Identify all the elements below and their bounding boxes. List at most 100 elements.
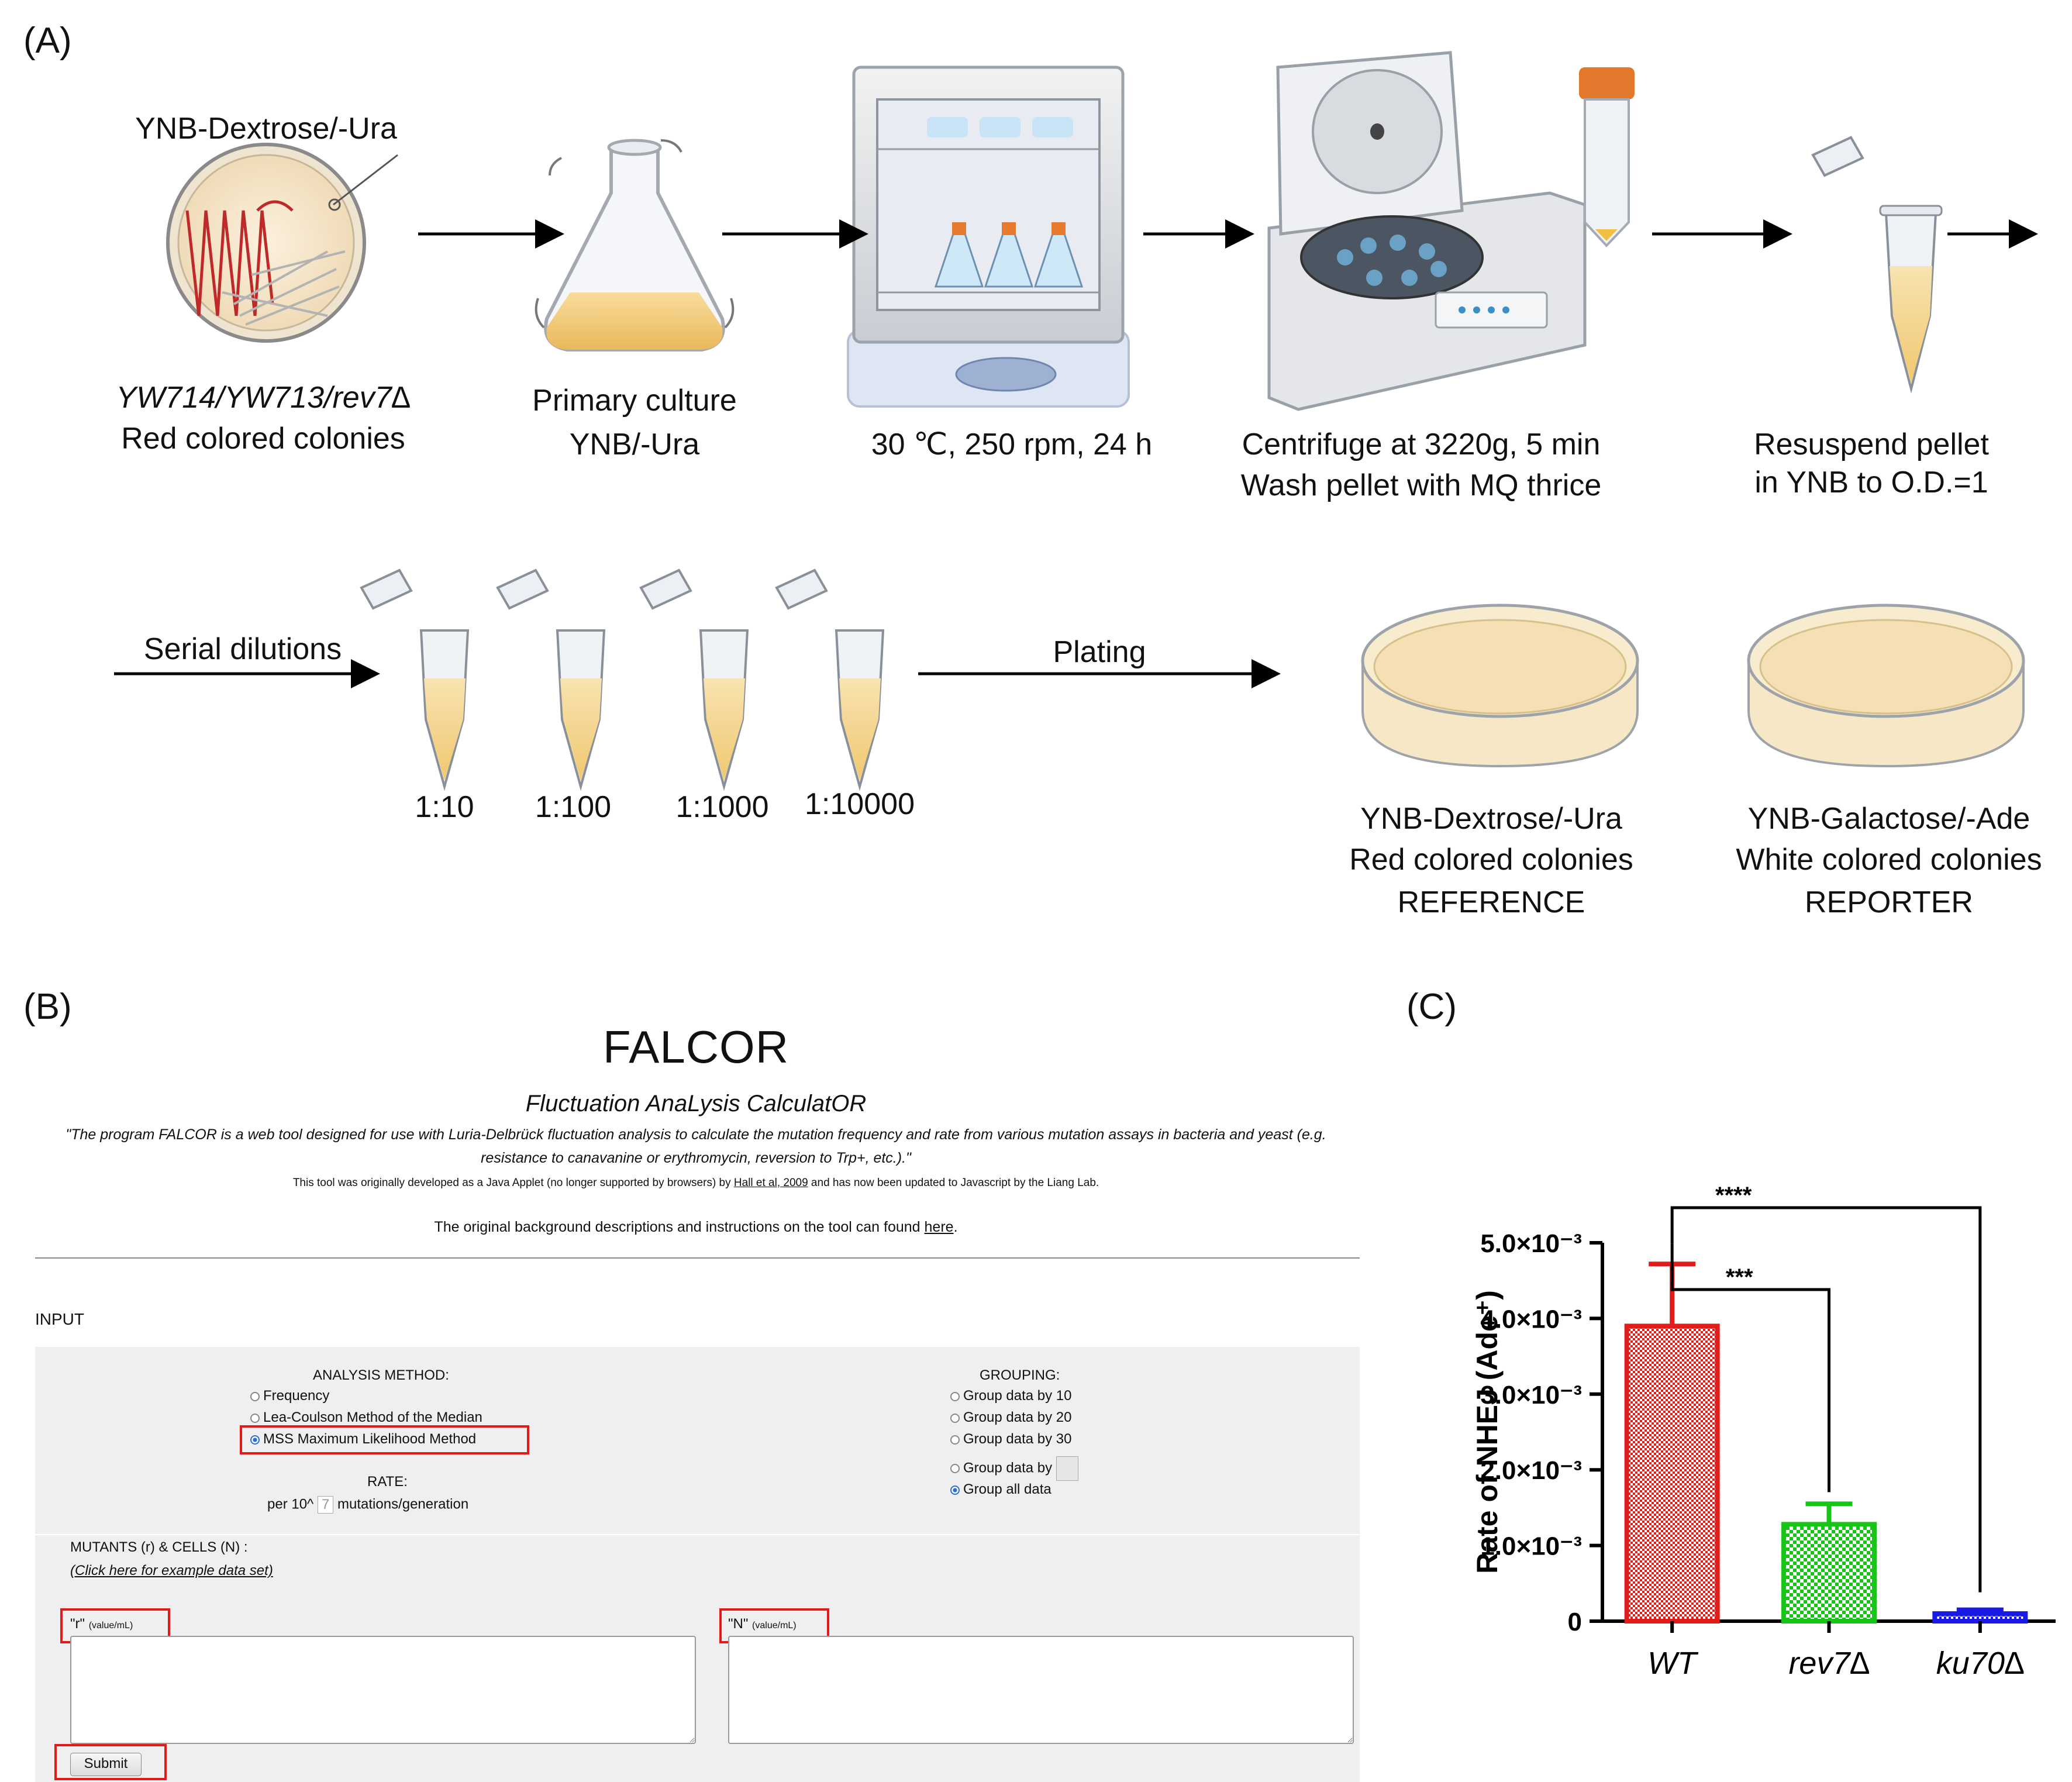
reference-plate-icon: [1361, 604, 1639, 768]
highlight-mss: [240, 1425, 529, 1454]
grouping-label: Group data by 20: [963, 1409, 1072, 1425]
radio-icon[interactable]: [950, 1435, 960, 1445]
grouping-label: Group data by: [963, 1460, 1053, 1476]
y-tick-label: 3.0×10⁻³: [1480, 1381, 1582, 1409]
rate-suffix: mutations/generation: [337, 1496, 469, 1512]
resuspend-label: Resuspend pellet: [1754, 428, 1989, 461]
y-tick-label: 5.0×10⁻³: [1480, 1229, 1582, 1258]
rate-row: per 10^ 7 mutations/generation: [267, 1496, 468, 1514]
strains-caption: Red colored colonies: [121, 422, 405, 456]
here-link[interactable]: here: [924, 1219, 954, 1235]
panel-c-letter: (C): [1406, 987, 1457, 1027]
strains-label: YW714/YW713/rev7∆: [116, 381, 411, 415]
instructions-end: .: [953, 1219, 958, 1235]
shaking-incubator-icon: [847, 66, 1130, 408]
n-values-input[interactable]: [728, 1636, 1354, 1744]
dilution-tubes-icon: [360, 568, 885, 791]
method-label: MSS Maximum Likelihood Method: [263, 1431, 477, 1447]
history-text: This tool was originally developed as a …: [292, 1177, 734, 1189]
grouping-10[interactable]: Group data by 10: [950, 1388, 1071, 1404]
y-axis-label: Rate of NHEJ (Ade⁺): [1471, 1290, 1504, 1574]
r-field-label: "r" (value/mL): [70, 1616, 133, 1632]
r-label: "r": [70, 1616, 85, 1632]
y-tick-label: 1.0×10⁻³: [1480, 1532, 1582, 1561]
mutants-heading: MUTANTS (r) & CELLS (N) :: [70, 1539, 248, 1555]
grouping-all[interactable]: Group all data: [950, 1481, 1051, 1498]
n-unit: (value/mL): [752, 1621, 797, 1631]
significance-label: ***: [1726, 1264, 1753, 1290]
erlenmeyer-flask-icon: [535, 139, 735, 351]
falcor-history: This tool was originally developed as a …: [35, 1176, 1357, 1191]
reporter-colonies-label: White colored colonies: [1736, 843, 2042, 877]
method-label: Frequency: [263, 1388, 330, 1404]
panel-a-illustrations: [114, 51, 2038, 791]
bar: [1624, 1323, 1720, 1624]
radio-selected-icon[interactable]: [250, 1435, 260, 1445]
resuspend-label-2: in YNB to O.D.=1: [1754, 466, 1988, 499]
y-tick-label: 2.0×10⁻³: [1480, 1456, 1582, 1485]
n-label: "N": [728, 1616, 749, 1632]
n-field-label: "N" (value/mL): [728, 1616, 797, 1632]
history-text-end: and has now been updated to Javascript b…: [808, 1177, 1099, 1189]
y-tick-label: 4.0×10⁻³: [1480, 1305, 1582, 1333]
rate-prefix: per 10^: [267, 1496, 314, 1512]
radio-icon[interactable]: [950, 1391, 960, 1401]
method-label: Lea-Coulson Method of the Median: [263, 1409, 482, 1425]
highlight-submit: [54, 1744, 167, 1780]
dilution-label: 1:10: [415, 790, 474, 824]
reporter-tag: REPORTER: [1805, 885, 1973, 919]
centrifuge-icon: [1267, 51, 1587, 411]
reference-medium-label: YNB-Dextrose/-Ura: [1360, 802, 1622, 836]
grouping-custom-input[interactable]: [1056, 1456, 1078, 1481]
centrifuge-label: Centrifuge at 3220g, 5 min: [1242, 428, 1601, 461]
falcor-description: "The program FALCOR is a web tool design…: [65, 1126, 1326, 1166]
grouping-heading: GROUPING:: [980, 1367, 1060, 1383]
hall-link[interactable]: Hall et al, 2009: [733, 1177, 808, 1189]
falcor-subtitle: Fluctuation AnaLysis CalculatOR: [525, 1091, 867, 1116]
x-tick-label: ku70∆: [1936, 1646, 2024, 1681]
radio-icon[interactable]: [250, 1391, 260, 1401]
radio-icon[interactable]: [250, 1413, 260, 1423]
grouping-30[interactable]: Group data by 30: [950, 1431, 1071, 1447]
radio-icon[interactable]: [950, 1464, 960, 1473]
plating-label: Plating: [1053, 635, 1146, 669]
reporter-medium-label: YNB-Galactose/-Ade: [1747, 802, 2030, 836]
method-lea-coulson[interactable]: Lea-Coulson Method of the Median: [250, 1409, 482, 1426]
grouping-20[interactable]: Group data by 20: [950, 1409, 1071, 1426]
instructions-text: The original background descriptions and…: [434, 1219, 925, 1235]
dilution-label: 1:1000: [675, 790, 769, 824]
submit-button[interactable]: Submit: [70, 1753, 142, 1776]
method-frequency[interactable]: Frequency: [250, 1388, 329, 1404]
x-tick-label: rev7∆: [1788, 1646, 1869, 1681]
rate-exponent-input[interactable]: 7: [317, 1496, 334, 1514]
resuspend-tube-icon: [1811, 136, 1943, 394]
divider: [35, 1257, 1360, 1259]
streak-plate-icon: [166, 143, 398, 343]
x-tick-label: WT: [1647, 1646, 1699, 1681]
panel-a-letter: (A): [23, 20, 72, 61]
grouping-label: Group data by 10: [963, 1388, 1072, 1404]
r-values-input[interactable]: [70, 1636, 696, 1744]
primary-culture-label: Primary culture: [532, 384, 737, 418]
wash-label: Wash pellet with MQ thrice: [1240, 468, 1602, 502]
incubation-label: 30 ℃, 250 rpm, 24 h: [871, 428, 1153, 461]
grouping-label: Group data by 30: [963, 1431, 1072, 1447]
dilution-label: 1:100: [535, 790, 612, 824]
primary-medium-label: YNB/-Ura: [569, 428, 700, 461]
falcor-instructions: The original background descriptions and…: [35, 1218, 1357, 1238]
radio-icon[interactable]: [950, 1413, 960, 1423]
grouping-custom[interactable]: Group data by: [950, 1456, 1078, 1481]
process-arrows: [114, 219, 2038, 688]
rate-heading: RATE:: [367, 1474, 408, 1490]
analysis-heading: ANALYSIS METHOD:: [313, 1367, 449, 1383]
method-mss[interactable]: MSS Maximum Likelihood Method: [250, 1431, 476, 1447]
reporter-plate-icon: [1747, 604, 2025, 768]
significance-bracket: [1670, 1243, 1830, 1493]
reference-colonies-label: Red colored colonies: [1349, 843, 1633, 877]
input-heading: INPUT: [35, 1310, 84, 1328]
significance-label: ****: [1715, 1183, 1752, 1208]
plate-medium-label: YNB-Dextrose/-Ura: [135, 112, 397, 146]
example-link[interactable]: (Click here for example data set): [70, 1563, 273, 1578]
radio-selected-icon[interactable]: [950, 1485, 960, 1495]
